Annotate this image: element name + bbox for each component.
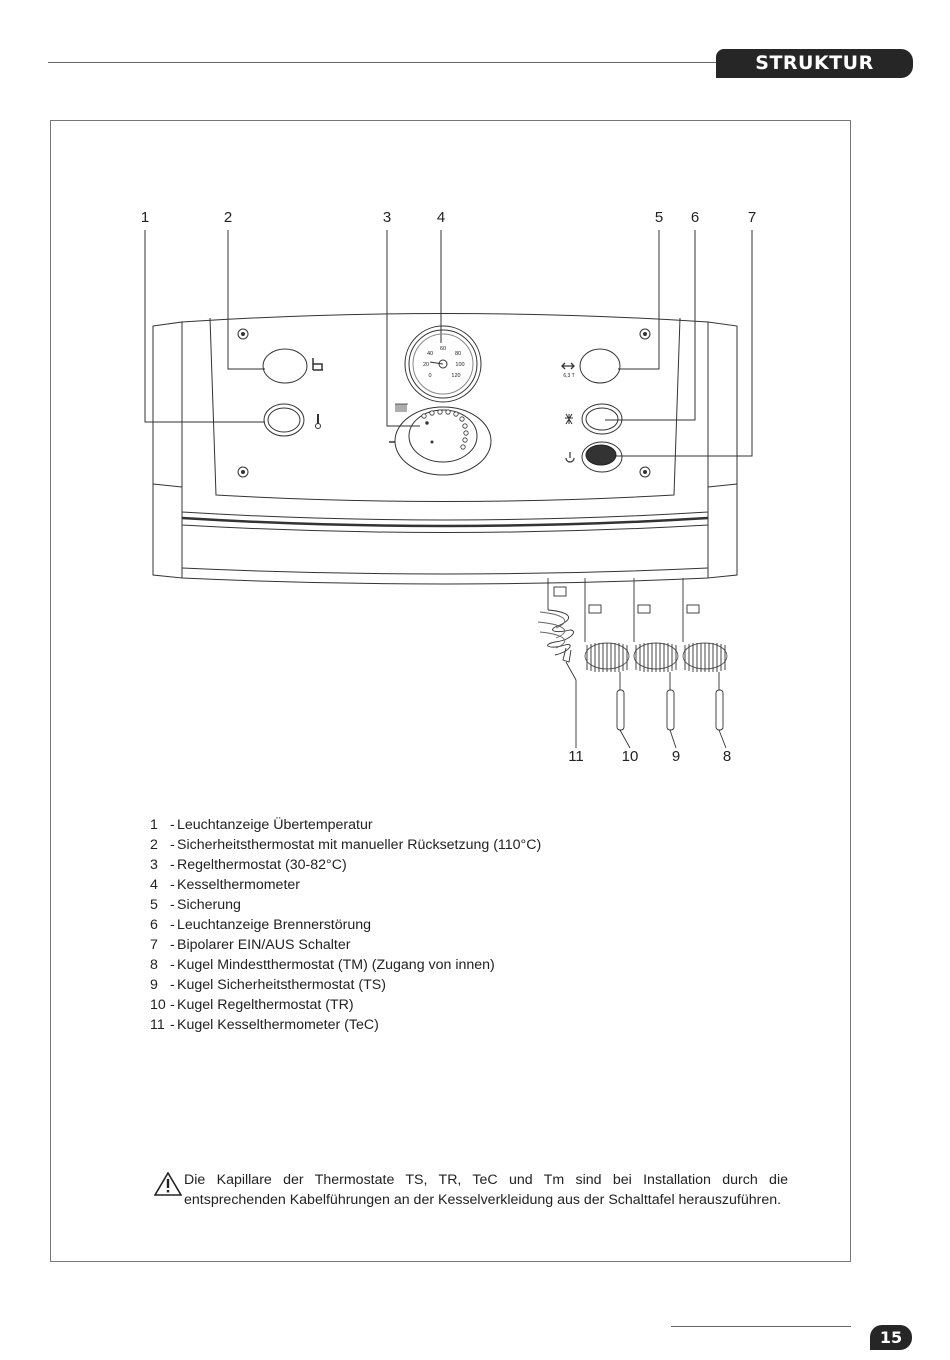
thermo-scale-120: 120 [451,373,460,379]
callout-10: 10 [622,748,639,765]
control-panel-diagram: 1 2 3 4 5 6 7 [141,209,756,765]
thermo-scale-40: 40 [427,351,433,357]
warning-text: Die Kapillare der Thermostate TS, TR, Te… [184,1172,788,1208]
fuse-label: 6,3 T [563,373,574,379]
callout-7: 7 [748,209,756,226]
legend-item: 5-Sicherung [150,897,241,913]
callout-8: 8 [723,748,731,765]
boiler-thermometer: 60 40 80 20 100 0 120 [404,325,482,403]
legend-item: 8-Kugel Mindestthermostat (TM) (Zugang v… [150,957,495,973]
leader-3 [386,230,420,427]
content-frame [50,120,851,1262]
panel-screws [237,328,651,478]
section-title: STRUKTUR [716,49,913,78]
thermo-scale-20: 20 [423,362,429,368]
callout-1: 1 [141,209,149,226]
legend-item: 4-Kesselthermometer [150,877,301,893]
legend-item: 11-Kugel Kesselthermometer (TeC) [150,1017,379,1033]
callout-3: 3 [383,209,391,226]
boiler-housing [152,313,738,585]
callout-11: 11 [568,748,584,765]
fuse-holder[interactable]: 6,3 T [561,348,621,384]
legend-item: 10-Kugel Regelthermostat (TR) [150,997,354,1013]
leader-1 [144,230,265,423]
footer-rule [671,1326,851,1327]
leader-6 [605,230,696,421]
thermo-scale-0: 0 [428,373,431,379]
warning-triangle-icon [154,1172,182,1196]
callout-6: 6 [691,209,699,226]
leader-7 [605,230,753,457]
callout-9: 9 [672,748,680,765]
warning-note: Die Kapillare der Thermostate TS, TR, Te… [154,1170,788,1210]
leader-2 [227,230,265,370]
capillary-bulbs [537,578,728,749]
component-legend: 1-Leuchtanzeige Übertemperatur 2-Sicherh… [150,815,541,1035]
legend-item: 3-Regelthermostat (30-82°C) [150,857,347,873]
thermo-scale-60: 60 [440,346,446,352]
safety-thermostat-reset-button[interactable] [262,348,323,384]
leader-5 [618,230,660,370]
page-number: 15 [870,1325,912,1350]
callout-5: 5 [655,209,663,226]
overtemperature-indicator-lamp [263,403,321,437]
header-rule [48,62,720,63]
power-switch[interactable] [565,441,623,473]
callout-4: 4 [437,209,445,226]
thermo-scale-100: 100 [455,362,464,368]
legend-item: 6-Leuchtanzeige Brennerstörung [150,917,372,933]
legend-item: 1-Leuchtanzeige Übertemperatur [150,817,373,833]
legend-item: 7-Bipolarer EIN/AUS Schalter [150,937,351,953]
legend-item: 2-Sicherheitsthermostat mit manueller Rü… [150,837,542,853]
regulating-thermostat-knob[interactable] [389,403,492,476]
thermo-scale-80: 80 [455,351,461,357]
burner-fault-indicator-lamp [565,403,623,435]
callout-2: 2 [224,209,232,226]
legend-item: 9-Kugel Sicherheitsthermostat (TS) [150,977,386,993]
